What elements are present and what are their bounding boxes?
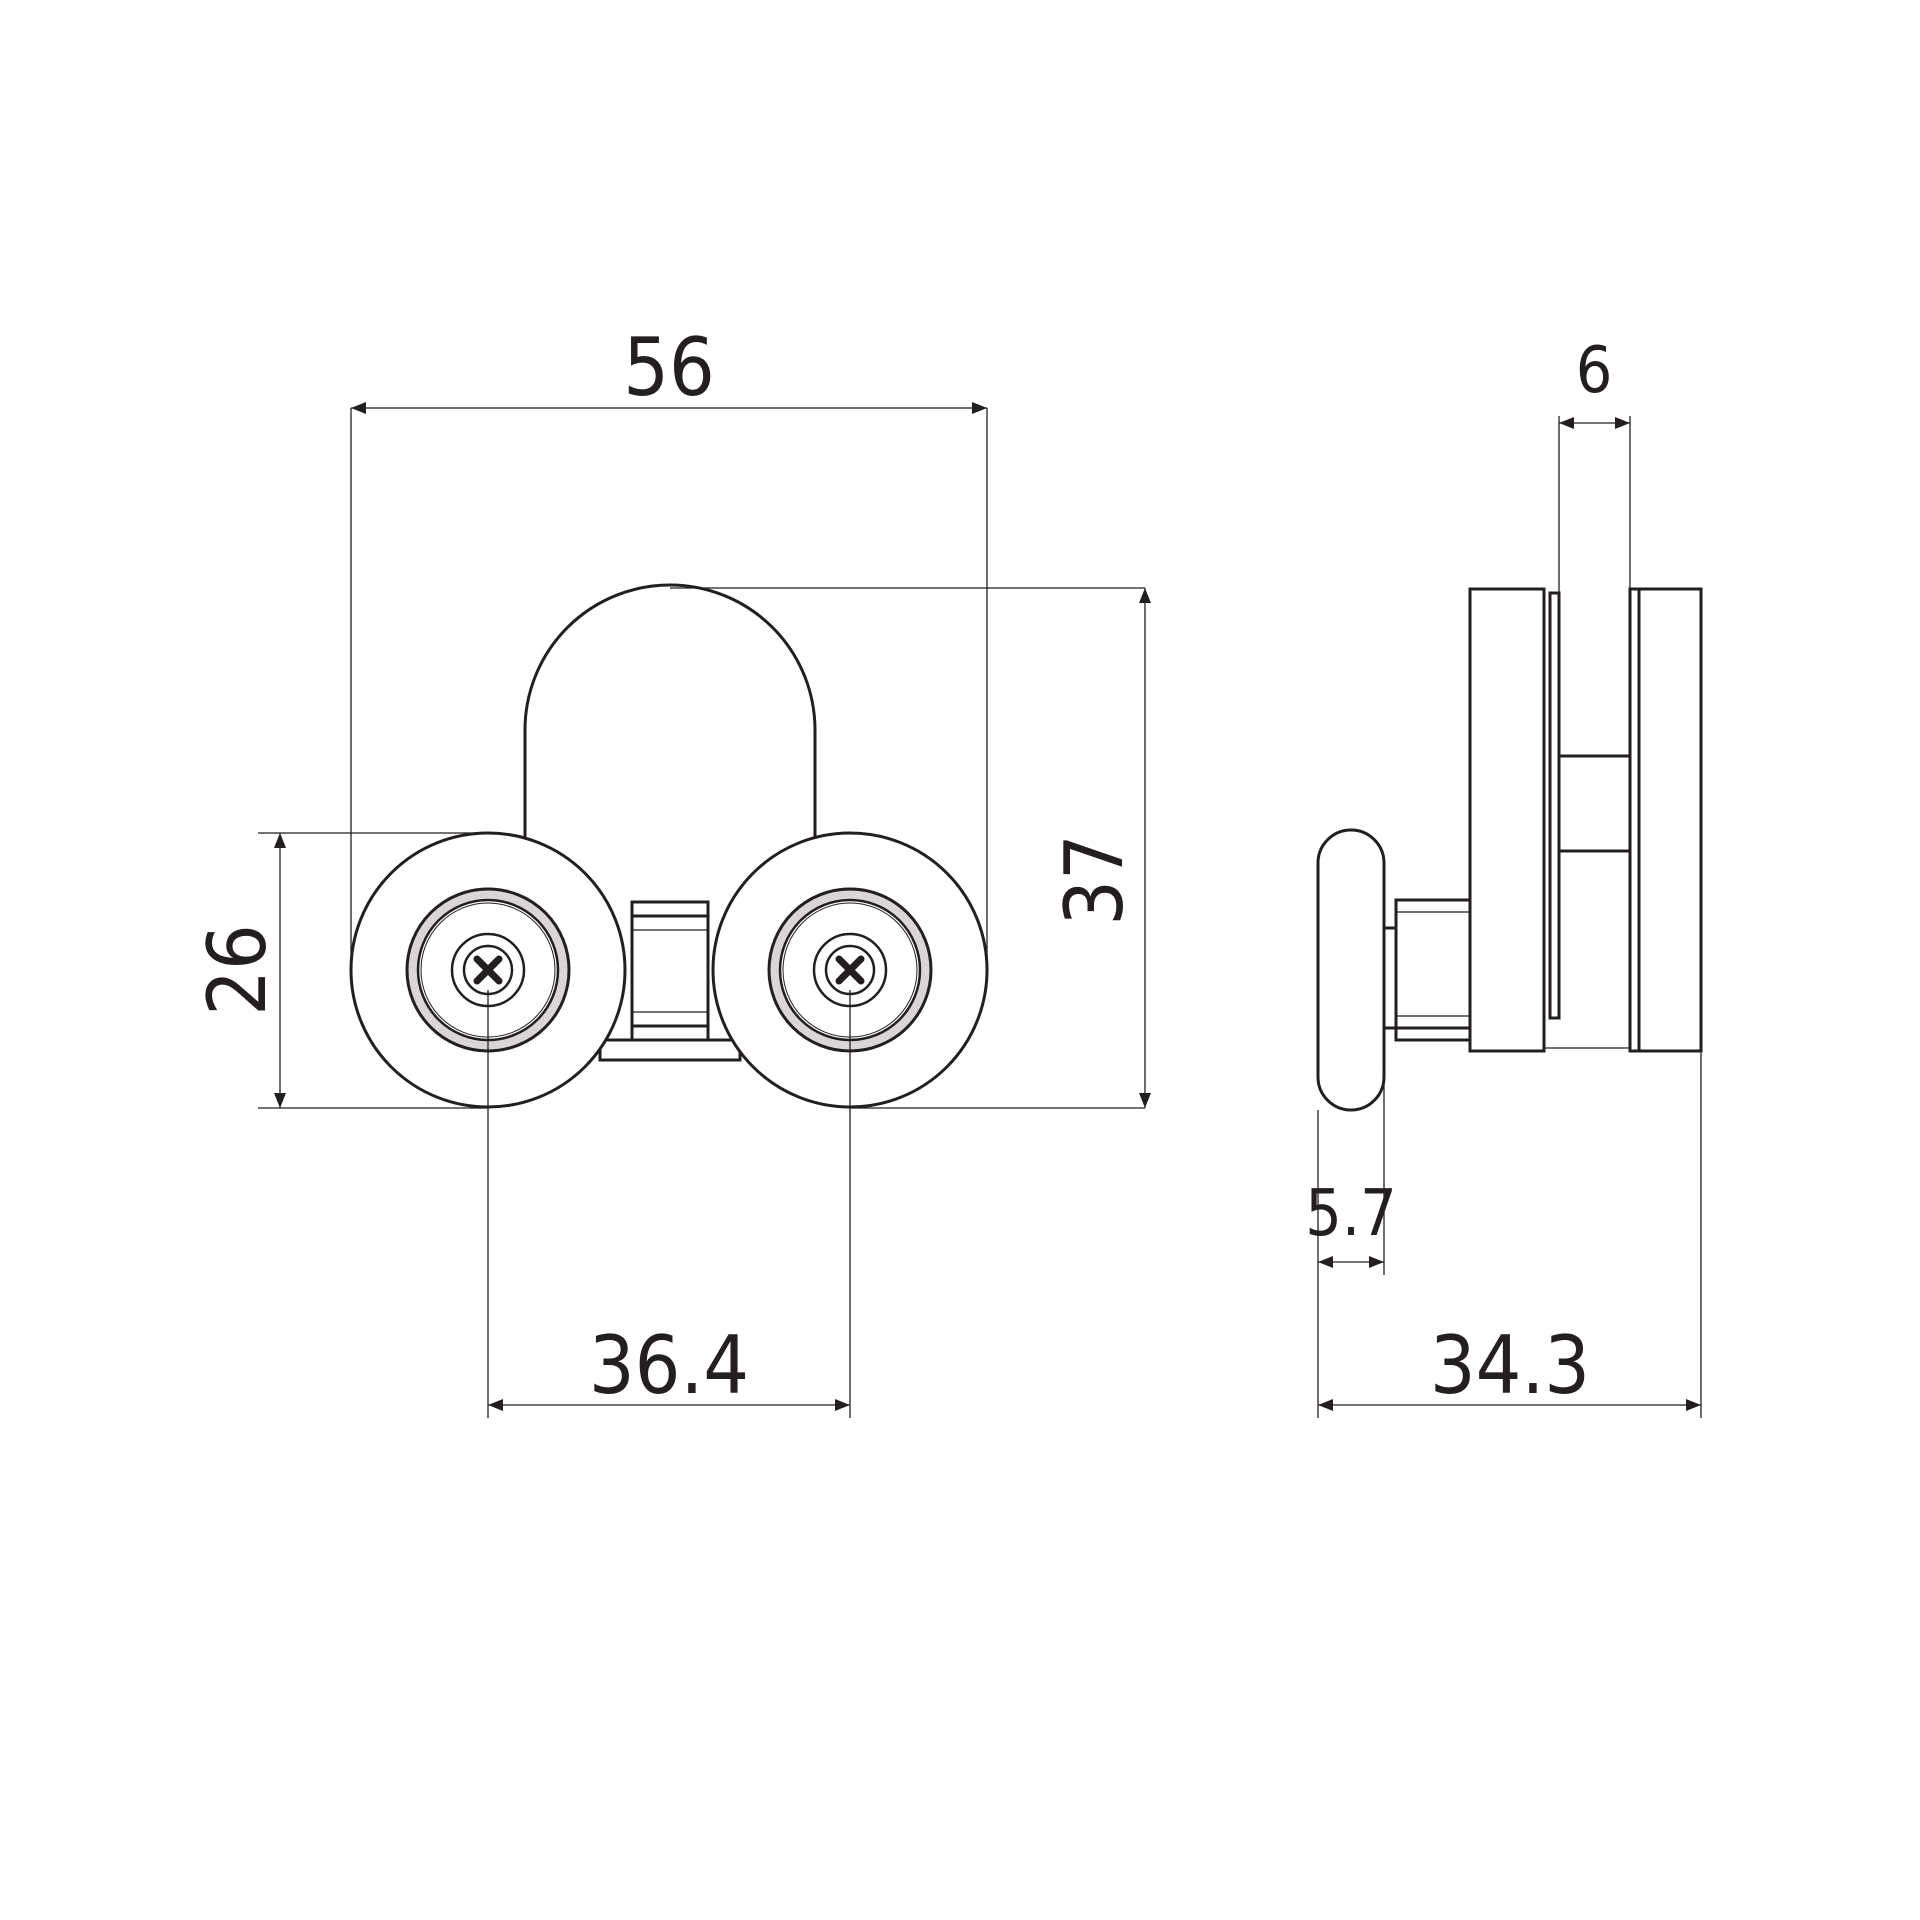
right-screw-head-icon — [835, 955, 865, 985]
glass-clamp-gap — [1557, 754, 1632, 853]
dimension-overall-depth: 34.3 — [1317, 1051, 1702, 1418]
side-axle — [1382, 898, 1472, 1042]
dimension-label-wheel-thickness: 5.7 — [1305, 1177, 1397, 1251]
left-roller-wheel — [349, 831, 627, 1109]
side-roller-wheel — [1316, 828, 1386, 1112]
hanger-bracket — [523, 583, 817, 845]
dimension-label-overall-height: 37 — [1048, 834, 1141, 926]
side-bracket-plate — [1468, 587, 1546, 1053]
right-roller-wheel — [711, 831, 989, 1109]
dimension-label-wheel-center-distance: 36.4 — [589, 1319, 749, 1412]
dimension-overall-height: 37 — [670, 587, 1151, 1109]
side-view: 6 5.7 34.3 — [1305, 334, 1703, 1418]
dimension-wheel-thickness: 5.7 — [1305, 1060, 1397, 1275]
dimension-label-overall-depth: 34.3 — [1430, 1319, 1590, 1412]
dimension-overall-width: 56 — [350, 321, 988, 970]
front-view: 56 37 26 36.4 — [191, 321, 1151, 1418]
dimension-wheel-center-distance: 36.4 — [487, 990, 851, 1418]
left-screw-head-icon — [473, 955, 503, 985]
dimension-label-wheel-diameter: 26 — [191, 924, 284, 1016]
side-outer-plate — [1637, 587, 1703, 1053]
dimension-wheel-diameter: 26 — [191, 832, 488, 1109]
dimension-label-glass-thickness: 6 — [1576, 334, 1613, 408]
dimension-glass-thickness: 6 — [1558, 334, 1631, 600]
dimension-label-overall-width: 56 — [623, 321, 715, 414]
